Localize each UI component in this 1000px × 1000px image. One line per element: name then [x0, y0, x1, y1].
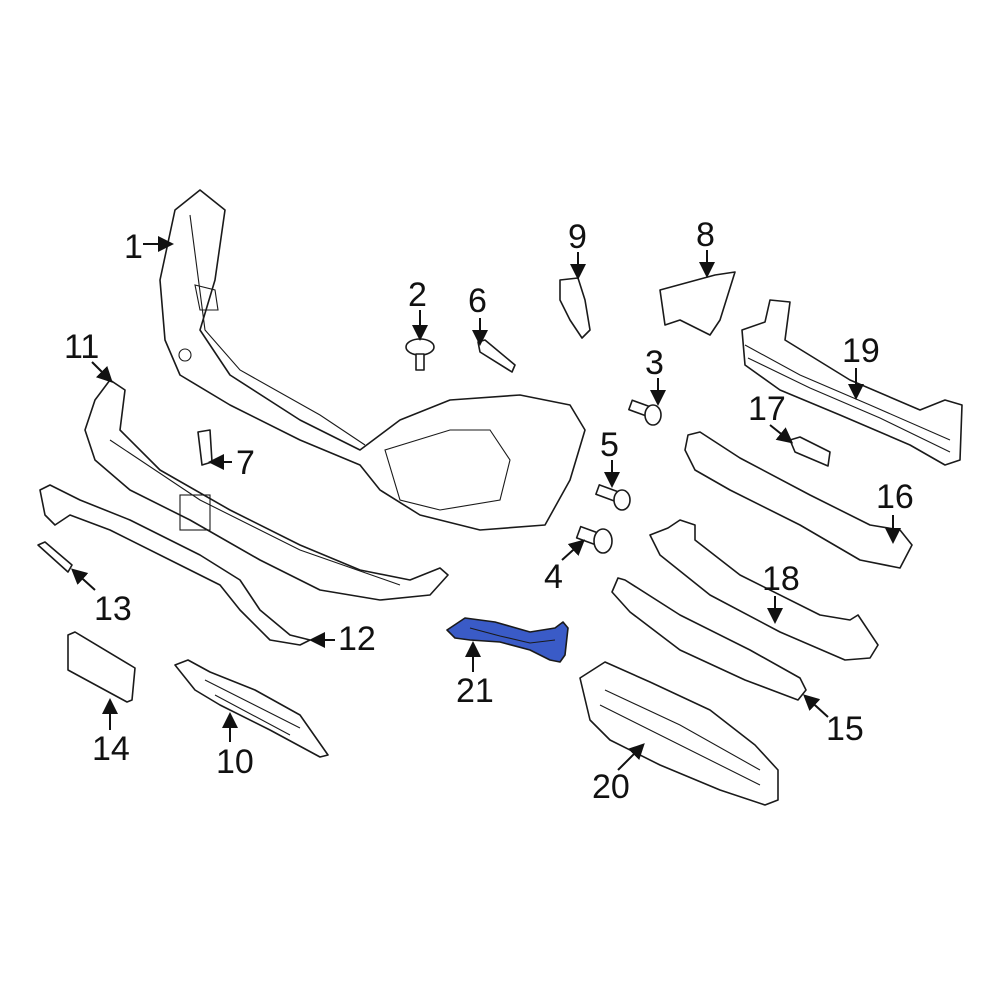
- part-5-fastener: [595, 484, 631, 511]
- callout-2: 2: [408, 276, 427, 314]
- part-2-push-pin: [405, 338, 435, 371]
- callout-20: 20: [592, 768, 630, 806]
- callout-8: 8: [696, 216, 715, 254]
- leader-arrows: [71, 236, 901, 771]
- callout-7: 7: [236, 444, 255, 482]
- part-18-upper-support: [649, 519, 879, 661]
- part-8-bracket: [659, 271, 736, 336]
- part-9-bracket: [559, 277, 591, 339]
- part-14-license-bracket: [67, 631, 136, 703]
- part-1-bumper-cover: [159, 189, 586, 531]
- callout-10: 10: [216, 743, 254, 781]
- callout-14: 14: [92, 730, 130, 768]
- callout-9: 9: [568, 218, 587, 256]
- callout-3: 3: [645, 344, 664, 382]
- part-17-bracket: [789, 436, 831, 467]
- part-4-fastener: [575, 525, 613, 554]
- part-13-clip: [37, 541, 73, 573]
- part-19-reinforcement: [741, 299, 963, 466]
- part-12-trim-strip: [39, 484, 311, 646]
- callout-13: 13: [94, 590, 132, 628]
- callout-21-highlighted: 21: [456, 672, 494, 710]
- callout-17: 17: [748, 390, 786, 428]
- callout-15: 15: [826, 710, 864, 748]
- callout-12: 12: [338, 620, 376, 658]
- callout-19: 19: [842, 332, 880, 370]
- part-21-air-duct-highlighted: [446, 617, 569, 663]
- part-10-grille: [174, 659, 329, 758]
- part-6-clip: [477, 339, 516, 373]
- callout-4: 4: [544, 558, 563, 596]
- part-16-absorber: [684, 431, 913, 569]
- callout-5: 5: [600, 426, 619, 464]
- part-7-bracket: [197, 429, 213, 466]
- part-20-deflector: [579, 661, 779, 806]
- callout-6: 6: [468, 282, 487, 320]
- part-15-lower-support: [611, 577, 807, 701]
- callout-11: 11: [64, 328, 100, 366]
- part-11-lower-frame: [84, 379, 449, 601]
- callout-1: 1: [124, 228, 143, 266]
- callout-18: 18: [762, 560, 800, 598]
- callout-16: 16: [876, 478, 914, 516]
- part-3-fastener: [628, 399, 662, 426]
